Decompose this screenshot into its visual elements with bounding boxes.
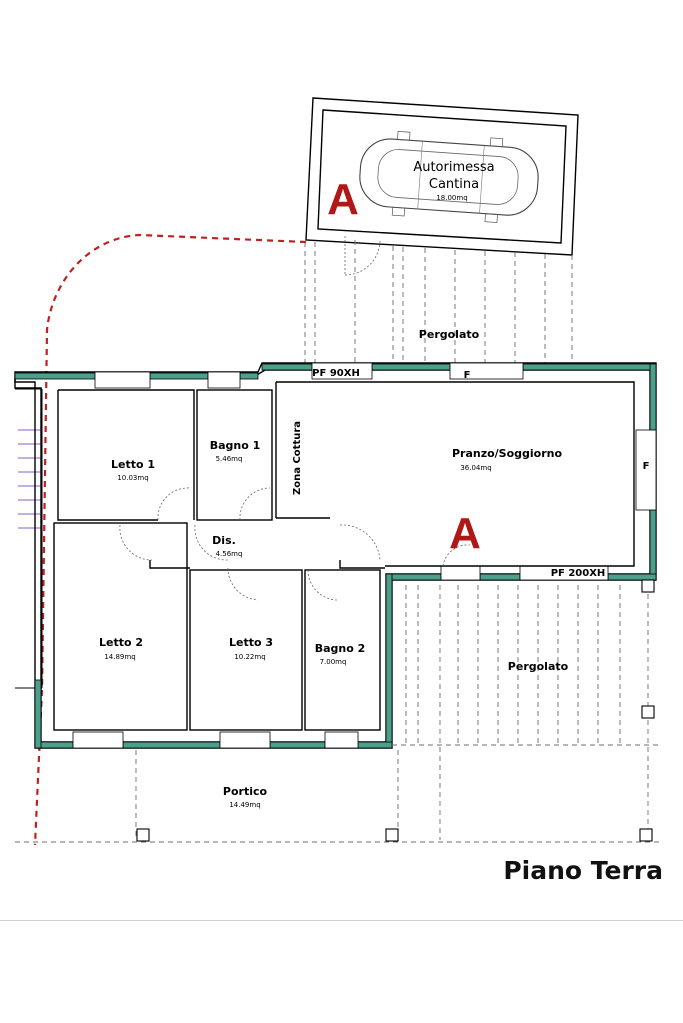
bagno2-area: 7.00mq	[320, 658, 347, 666]
portico-area: 14.49mq	[229, 801, 260, 809]
opening-pf90: PF 90XH	[312, 368, 360, 379]
letto2-name: Letto 2	[99, 636, 143, 649]
interior-walls	[53, 381, 635, 731]
bagno1-name: Bagno 1	[210, 439, 261, 452]
opening-pf200: PF 200XH	[551, 568, 606, 579]
letto1-name: Letto 1	[111, 458, 155, 471]
window-openings	[72, 362, 657, 749]
pergola-right-label: Pergolato	[508, 660, 569, 673]
divider-line	[0, 920, 683, 921]
garage-area: 18.00mq	[436, 194, 467, 202]
section-marker-a-bottom: A	[449, 509, 481, 558]
letto2-area: 14.89mq	[104, 653, 135, 661]
garage-name-line1: Autorimessa	[413, 160, 494, 175]
car-icon	[359, 131, 539, 223]
cucina-name: Zona Cottura	[292, 421, 303, 495]
property-boundary-line	[33, 233, 307, 846]
soggiorno-name: Pranzo/Soggiorno	[452, 447, 563, 460]
soggiorno-area: 36.04mq	[460, 464, 491, 472]
drawing-title: Piano Terra	[503, 856, 663, 885]
bagno1-area: 5.46mq	[216, 455, 243, 463]
dis-name: Dis.	[212, 534, 236, 547]
pergola-top-lines	[304, 240, 573, 365]
portico-outline	[15, 750, 660, 843]
insulation-layer	[14, 363, 657, 749]
pergola-right-lines	[392, 579, 660, 840]
opening-f-right: F	[643, 461, 650, 472]
letto3-area: 10.22mq	[234, 653, 265, 661]
house-exterior-walls	[14, 362, 657, 749]
garage-name-line2: Cantina	[429, 177, 479, 192]
stair-lines	[15, 388, 43, 689]
letto1-area: 10.03mq	[117, 474, 148, 482]
opening-f-top: F	[464, 370, 471, 381]
portico-name: Portico	[223, 785, 268, 798]
section-marker-a-top: A	[327, 175, 359, 224]
letto3-name: Letto 3	[229, 636, 273, 649]
pergola-top-label: Pergolato	[419, 328, 480, 341]
dis-area: 4.56mq	[216, 550, 243, 558]
bagno2-name: Bagno 2	[315, 642, 366, 655]
